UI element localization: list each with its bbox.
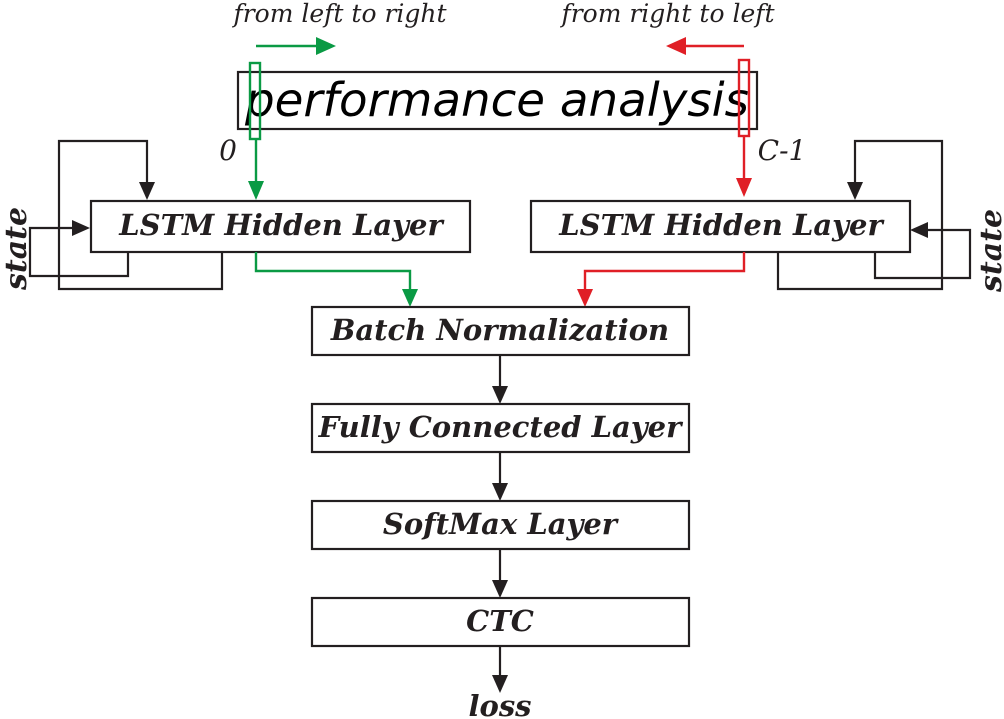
batch-norm-label: Batch Normalization <box>330 313 669 347</box>
ctc-label: CTC <box>466 604 534 638</box>
lstm-right-box <box>529 199 912 254</box>
forward-output-arrow <box>254 252 418 307</box>
loss-label: loss <box>468 689 531 719</box>
left-recurrent-loops <box>28 139 224 291</box>
end-index-label: C-1 <box>758 134 807 167</box>
forward-direction-arrow <box>256 37 336 55</box>
backward-input-arrow <box>736 136 752 197</box>
fully-connected-label: Fully Connected Layer <box>318 410 685 444</box>
forward-direction-label: from left to right <box>231 0 447 28</box>
input-image-text: performance analysis <box>244 73 749 127</box>
softmax-label: SoftMax Layer <box>383 507 620 541</box>
backward-direction-arrow <box>666 37 744 55</box>
state-right-label: state <box>974 209 1004 293</box>
fc-to-softmax-arrow <box>492 452 508 501</box>
fully-connected-box <box>310 402 691 454</box>
ctc-to-loss-arrow <box>492 646 508 693</box>
right-recurrent-loops <box>776 139 972 291</box>
bn-to-fc-arrow <box>492 355 508 404</box>
forward-input-arrow <box>248 139 264 200</box>
start-index-label: 0 <box>219 134 237 167</box>
batch-norm-box <box>310 305 691 357</box>
backward-output-arrow <box>577 252 746 307</box>
lstm-left-box <box>89 199 472 254</box>
softmax-box <box>310 499 691 551</box>
state-left-label: state <box>0 207 34 291</box>
ctc-box <box>310 596 691 648</box>
softmax-to-ctc-arrow <box>492 549 508 598</box>
lstm-right-label: LSTM Hidden Layer <box>558 208 885 242</box>
backward-direction-label: from right to left <box>559 0 775 28</box>
lstm-left-label: LSTM Hidden Layer <box>118 208 445 242</box>
input-image-frame <box>236 70 759 131</box>
